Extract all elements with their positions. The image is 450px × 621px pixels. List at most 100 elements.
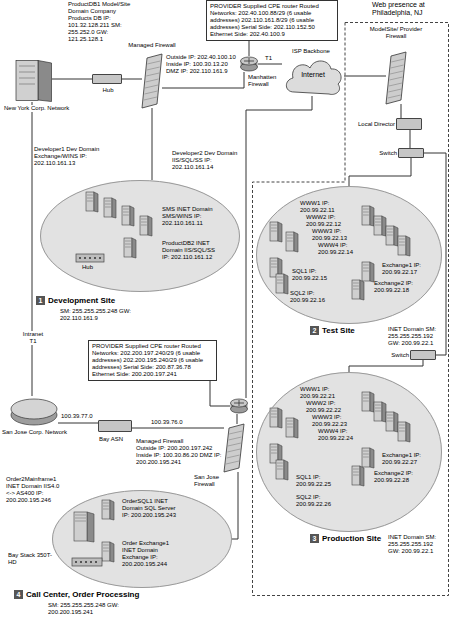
link-line [232,472,238,539]
link-line [401,104,402,118]
drive-bay [287,238,293,239]
drive-bay [87,198,93,199]
network-icon: San Jose Corp. Network [10,396,58,426]
server-label: Bay Stack 350T-HD [8,552,56,566]
drive-bay [123,215,129,216]
brick-line [388,95,401,98]
server-front [286,418,294,437]
server-front [362,206,370,225]
server-side [360,466,364,486]
link-line [152,108,153,180]
server-front [386,412,394,431]
brick-line [389,83,402,86]
server-icon [286,418,298,438]
brick-line [229,431,242,434]
brick-line [391,65,404,68]
drive-bay [353,472,359,473]
server-icon: ProductDB1 Model/Site Domain Company Pro… [12,60,52,102]
server-front [140,216,148,235]
server-side [132,238,136,258]
callout-number: 4 [14,590,23,599]
server-side [360,280,364,300]
server-front [352,466,360,485]
drive-bay [353,286,359,287]
server-icon [104,198,116,218]
brick-line [228,443,241,446]
firewall-icon: Managed FirewallOutside IP: 202.40.100.1… [142,54,162,108]
drive-bay [105,201,111,202]
drive-bay [287,241,293,242]
shape-outline [224,424,244,472]
brick-line [226,461,239,464]
drive-bay [399,431,405,432]
drive-bay [271,453,277,454]
port [99,257,101,259]
switch-icon [72,558,102,566]
drive-bay [103,545,109,546]
port [94,257,96,259]
link-line [58,423,98,424]
brick-line [146,73,159,76]
drive-bay [19,72,35,73]
drive-bay [287,421,293,422]
link-line [349,360,423,372]
server-front [124,238,132,257]
drive-bay [123,209,129,210]
brick-line [144,91,157,94]
server-icon [352,466,364,486]
brick-line [227,449,240,452]
shape-outline [252,22,449,596]
drive-bay [87,195,93,196]
drive-bay [375,222,381,223]
node-label: Local Director [353,121,395,128]
server-icon [270,408,282,428]
drive-bay [399,245,405,246]
router-icon: San Jose Firewall [230,398,248,414]
region-outline [257,187,442,324]
region-fill [256,372,442,532]
link-line [52,79,92,80]
callout-box: PROVIDER Supplied CPE router Routed Netw… [88,340,217,381]
region-outline [53,491,232,588]
drive-bay [271,228,277,229]
server-icon [362,392,374,412]
server-side [394,412,398,432]
link-line [258,64,282,65]
shape-outline [12,60,52,102]
server-front [86,192,94,211]
drive-bay [271,231,277,232]
drive-bay [271,261,277,262]
switch-icon [76,254,104,262]
brick-line [388,89,401,92]
drive-bay [387,235,393,236]
port [84,257,86,259]
server-label: Developer2 Dev Domain IIS/SQL/SS IP: 202… [172,150,238,171]
site-title: Production Site [322,534,392,543]
drive-bay [103,551,109,552]
drive-bay [287,235,293,236]
drive-bay [141,225,147,226]
drive-bay [125,247,131,248]
node-label: ModelSite/ Provider Firewall [368,26,424,40]
drive-bay [363,212,369,213]
server-front [398,422,406,441]
firewall-panel [224,424,244,472]
drive-bay [399,425,405,426]
server-side [110,542,114,562]
drive-bay [399,239,405,240]
drive-bay [277,469,283,470]
node-label: PROVIDER Supplied CPE router Routed Netw… [92,343,213,378]
port [90,561,92,563]
server-label: Order2Mainframe1 INET Domain IIS4.0 <-> … [6,476,66,504]
shape-outline [386,52,406,104]
drive-bay [399,428,405,429]
link-line [237,414,238,424]
brick-line [390,71,403,74]
server-side [294,418,298,438]
node-label: Manhatten Firewall [248,74,282,88]
server-side [130,206,134,226]
drive-bay [363,209,369,210]
port [85,561,87,563]
node-label: New York Corp. Network [4,105,104,112]
server-side [406,236,410,256]
